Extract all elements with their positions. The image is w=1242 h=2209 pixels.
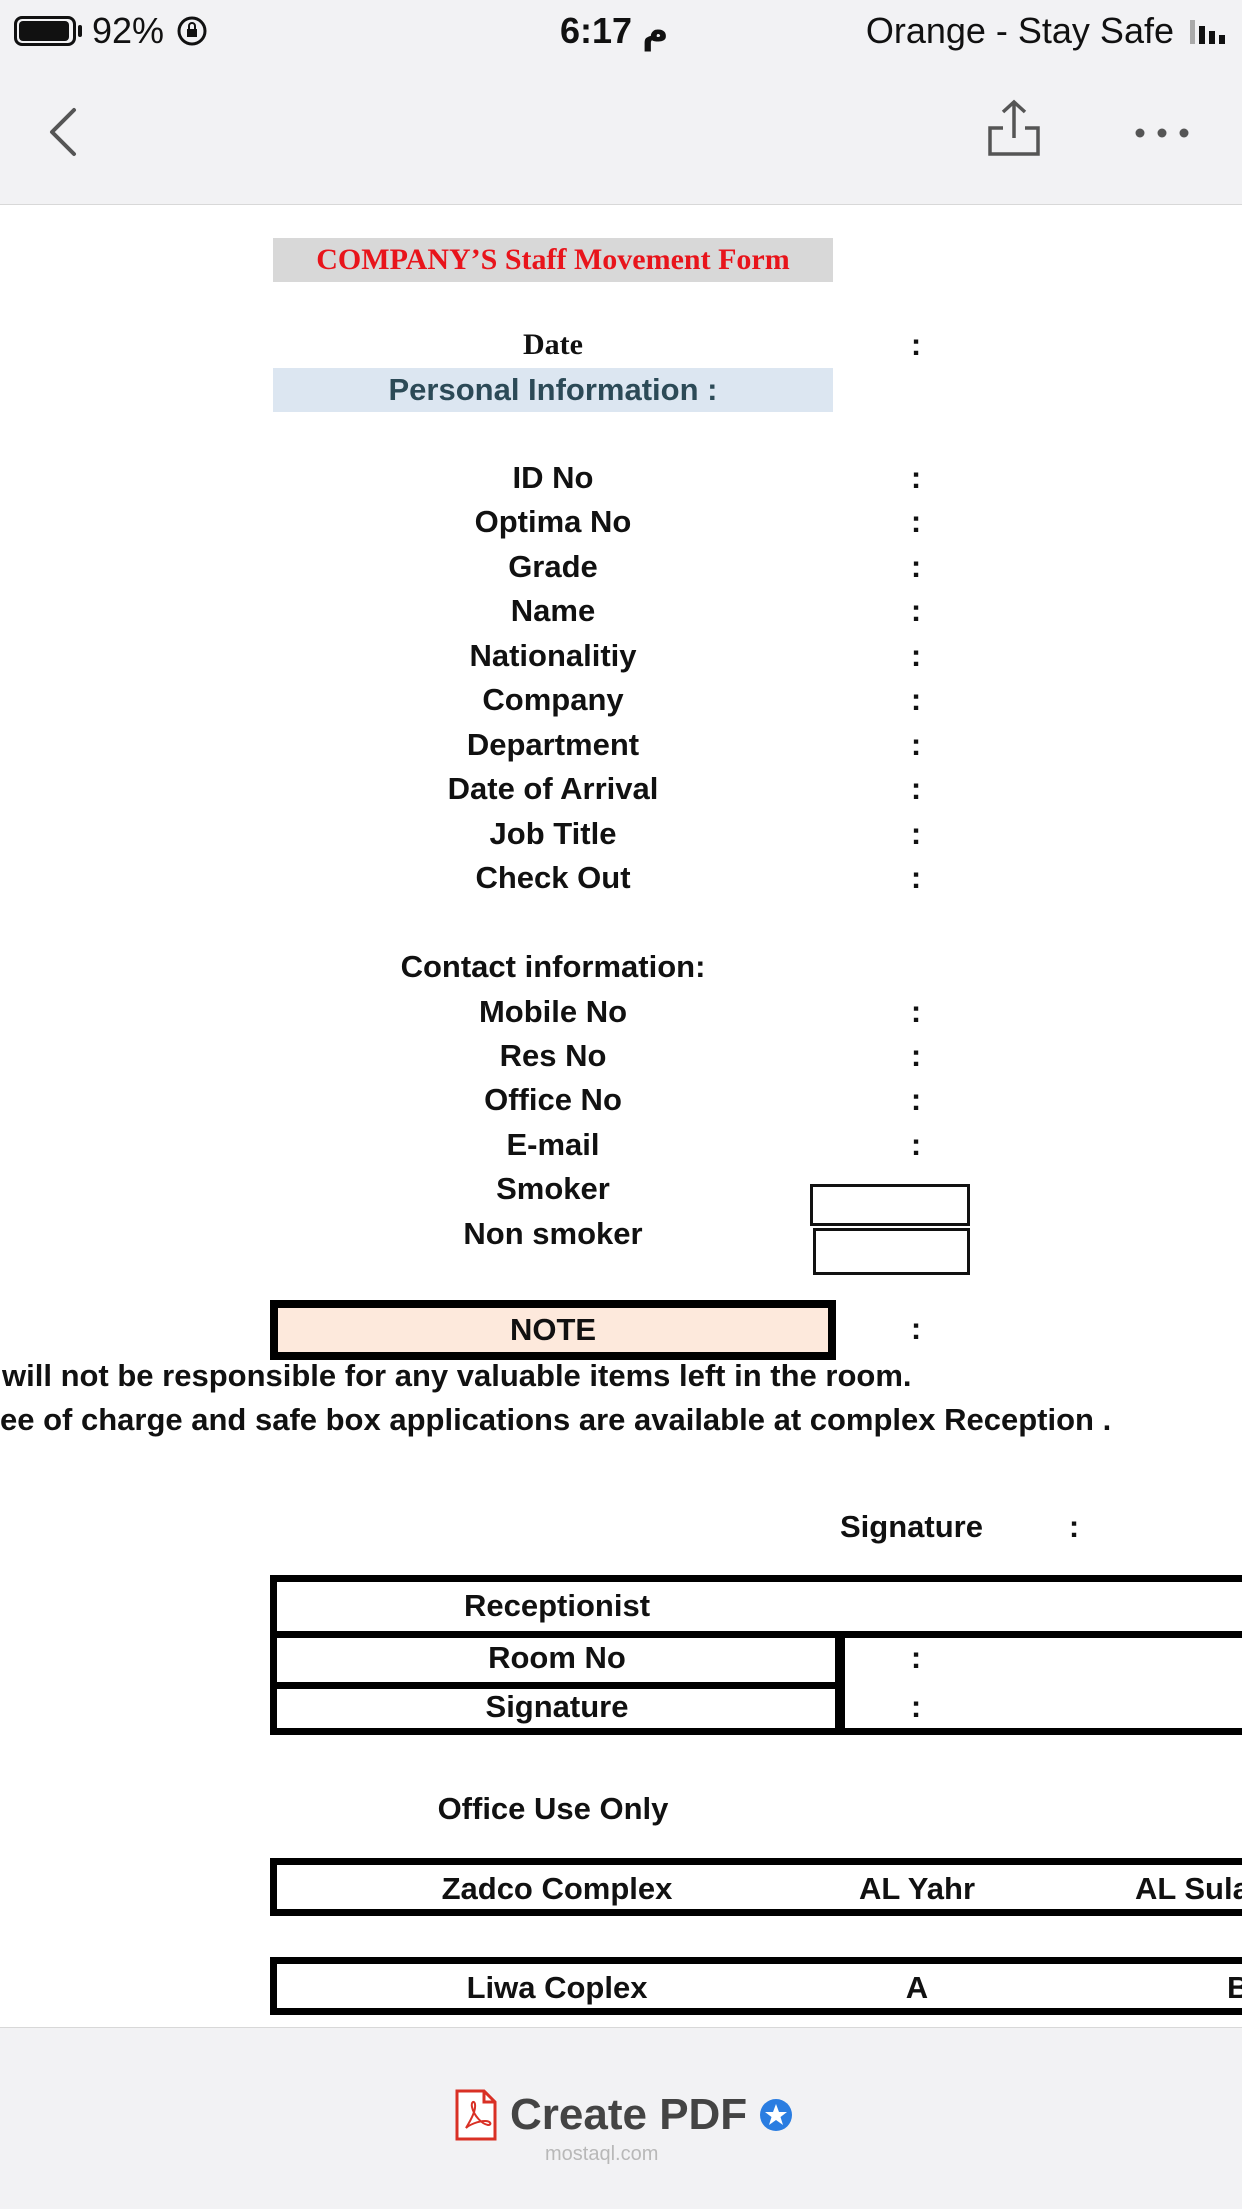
field-colon: : <box>910 1082 922 1117</box>
field-colon: : <box>910 994 922 1029</box>
field-company: Company <box>482 682 624 717</box>
smoker-label: Smoker <box>496 1171 610 1206</box>
note-colon: : <box>910 1311 922 1346</box>
create-pdf-label: Create PDF <box>510 2090 748 2139</box>
zadco-complex: Zadco Complex <box>441 1871 673 1906</box>
receptionist-header: Receptionist <box>463 1588 651 1623</box>
field-grade: Grade <box>508 549 598 584</box>
liwa-a: A <box>905 1970 929 2005</box>
field-colon: : <box>910 816 922 851</box>
field-colon: : <box>910 593 922 628</box>
field-colon: : <box>910 460 922 495</box>
non-smoker-checkbox[interactable] <box>813 1228 970 1275</box>
form-title: COMPANY’S Staff Movement Form <box>273 238 833 282</box>
battery-percent: 92% <box>92 10 165 51</box>
field-check-out: Check Out <box>475 860 631 895</box>
field-colon: : <box>910 771 922 806</box>
signal-icon <box>1190 20 1225 44</box>
room-no-label: Room No <box>488 1640 626 1675</box>
liwa-complex: Liwa Coplex <box>466 1970 648 2005</box>
field-colon: : <box>910 504 922 539</box>
status-left: 92% <box>14 10 208 52</box>
signature-label: Signature <box>840 1509 983 1544</box>
status-right: Orange - Stay Safe <box>866 10 1228 52</box>
smoker-checkbox[interactable] <box>810 1184 970 1226</box>
pdf-icon <box>455 2089 497 2141</box>
field-colon: : <box>910 727 922 762</box>
al-yahr: AL Yahr <box>858 1871 976 1906</box>
field-colon: : <box>910 638 922 673</box>
field-date-of-arrival: Date of Arrival <box>447 771 659 806</box>
non-smoker-label: Non smoker <box>463 1216 643 1251</box>
nav-bar <box>0 62 1242 205</box>
receptionist-signature-colon: : <box>910 1689 922 1724</box>
status-bar: 92% 6:17 م Orange - Stay Safe <box>0 0 1242 62</box>
battery-icon <box>14 16 84 46</box>
rotation-lock-icon <box>177 16 207 46</box>
field-name: Name <box>510 593 596 628</box>
watermark-text: mostaql.com <box>545 2143 659 2165</box>
office-use-only: Office Use Only <box>437 1791 669 1826</box>
field-colon: : <box>910 1127 922 1162</box>
field-office-no: Office No <box>484 1082 622 1117</box>
more-icon[interactable] <box>1132 126 1192 140</box>
pdf-document[interactable]: COMPANY’S Staff Movement Form Date : Per… <box>0 205 1242 2027</box>
zadco-row: Zadco Complex AL Yahr AL Sula <box>270 1858 1242 1916</box>
share-icon[interactable] <box>984 98 1044 158</box>
al-sula: AL Sula <box>1135 1871 1242 1906</box>
receptionist-table: Receptionist Room No : Signature : <box>270 1575 1242 1735</box>
field-email: E-mail <box>506 1127 600 1162</box>
signature-colon: : <box>1068 1509 1080 1544</box>
status-time: 6:17 م <box>560 10 669 51</box>
contact-info-header: Contact information: <box>400 949 706 984</box>
personal-info-header: Personal Information : <box>273 368 833 412</box>
bottom-toolbar: Create PDF mostaql.com <box>0 2027 1242 2209</box>
field-colon: : <box>910 1038 922 1073</box>
liwa-row: Liwa Coplex A B <box>270 1957 1242 2015</box>
field-id-no: ID No <box>512 460 594 495</box>
field-optima-no: Optima No <box>474 504 632 539</box>
field-department: Department <box>466 727 640 762</box>
field-res-no: Res No <box>499 1038 607 1073</box>
date-label: Date <box>523 328 583 361</box>
field-colon: : <box>910 860 922 895</box>
star-badge-icon <box>760 2099 793 2131</box>
field-colon: : <box>910 549 922 584</box>
receptionist-signature-label: Signature <box>485 1689 629 1724</box>
create-pdf-button[interactable]: Create PDF <box>454 2088 793 2142</box>
field-mobile-no: Mobile No <box>478 994 628 1029</box>
field-nationality: Nationalitiy <box>469 638 637 673</box>
liwa-b: B <box>1227 1970 1242 2005</box>
note-line-1: will not be responsible for any valuable… <box>2 1358 912 1393</box>
room-no-colon: : <box>910 1640 922 1675</box>
field-colon: : <box>910 682 922 717</box>
carrier-name: Orange - Stay Safe <box>865 10 1174 51</box>
field-job-title: Job Title <box>489 816 617 851</box>
back-icon[interactable] <box>40 102 90 162</box>
note-line-2: ee of charge and safe box applications a… <box>0 1402 1112 1437</box>
note-header: NOTE <box>270 1300 836 1360</box>
date-colon: : <box>910 327 922 362</box>
